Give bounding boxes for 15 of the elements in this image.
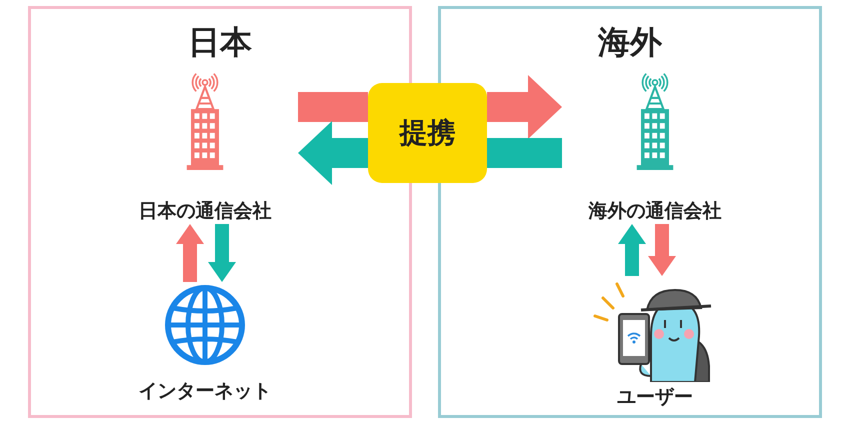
partnership-badge: 提携 [368,83,487,183]
region-heading: 海外 [596,22,663,63]
arrow [648,224,676,276]
node-label: インターネット [138,379,272,404]
arrow [487,75,562,139]
arrow [298,92,368,122]
arrow [487,138,562,168]
arrow [618,224,646,276]
arrow [176,224,204,282]
company-label: 日本の通信会社 [138,199,272,224]
node-label: ユーザー [616,385,694,410]
arrow [298,121,368,185]
company-label: 海外の通信会社 [587,199,722,224]
region-heading: 日本 [187,22,253,63]
arrow [208,224,236,282]
